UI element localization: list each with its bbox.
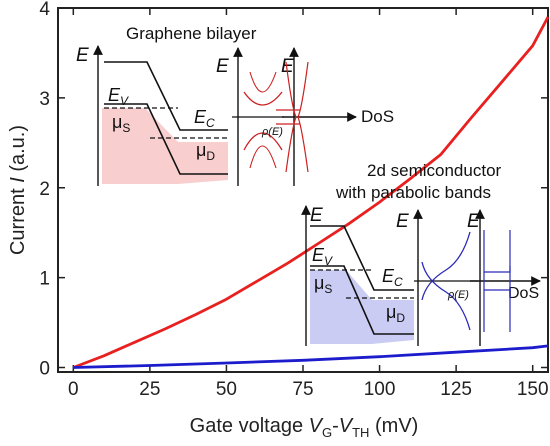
inset-parabolic-title-line1: 2d semiconductor xyxy=(367,161,502,180)
inset-graphene-dos-label: DoS xyxy=(361,107,394,126)
inset-graphene-band-upper-outer xyxy=(249,71,277,93)
inset-graphene-filled-states xyxy=(102,108,228,184)
inset-graphene-ec-sub: C xyxy=(206,116,215,130)
inset-graphene-mu-d-symbol: μ xyxy=(196,140,206,160)
inset-graphene-title: Graphene bilayer xyxy=(126,24,257,43)
x-axis-label-sub-th: TH xyxy=(352,425,369,440)
inset-parabolic-dos-e-label: E xyxy=(467,211,480,232)
inset-graphene-dos-curve-2 xyxy=(297,61,309,173)
inset-parabolic-ec-symbol: E xyxy=(382,266,395,286)
inset-parabolic-semiconductor: 2d semiconductor with parabolic bands E … xyxy=(301,161,541,346)
y-tick-label: 4 xyxy=(39,0,50,20)
x-tick-label: 100 xyxy=(364,379,396,400)
y-tick-label: 2 xyxy=(39,179,50,200)
x-axis-label-vg: V xyxy=(309,415,324,437)
axis-ticks: 0 25 50 75 100 125 150 0 1 2 3 4 xyxy=(39,0,548,400)
inset-parabolic-ec-label: EC xyxy=(382,266,403,289)
y-axis-label-prefix: Current xyxy=(7,183,29,255)
inset-parabolic-valence-parabola xyxy=(421,261,471,331)
series-layer xyxy=(72,16,550,369)
inset-graphene-dispersion-e-label: E xyxy=(216,56,229,77)
inset-graphene-band-lower xyxy=(243,132,283,151)
inset-graphene-ev-symbol: E xyxy=(108,85,121,105)
inset-graphene-ev-label: EV xyxy=(108,85,129,108)
inset-parabolic-mu-s-symbol: μ xyxy=(314,273,324,293)
x-axis-label-sub-g: G xyxy=(322,425,332,440)
x-axis-label-dash: - xyxy=(332,415,339,437)
inset-parabolic-mu-s-label: μS xyxy=(314,273,332,296)
x-axis-label-vth: V xyxy=(339,415,354,437)
x-tick-label: 125 xyxy=(440,379,472,400)
inset-graphene-rho-label: ρ(E) xyxy=(261,126,283,138)
x-axis-label: Gate voltage VG-VTH (mV) xyxy=(190,415,419,440)
x-tick-label: 50 xyxy=(216,379,237,400)
inset-parabolic-conduction-band xyxy=(310,225,414,291)
inset-graphene-mu-s-symbol: μ xyxy=(112,112,122,132)
y-tick-label: 3 xyxy=(39,89,50,110)
inset-parabolic-mu-d-symbol: μ xyxy=(386,302,396,322)
inset-parabolic-ev-sub: V xyxy=(324,254,333,268)
inset-parabolic-conduction-parabola xyxy=(421,231,471,301)
x-axis-label-unit: (mV) xyxy=(369,415,418,437)
x-axis-label-prefix: Gate voltage xyxy=(190,415,309,437)
inset-parabolic-energy-label: E xyxy=(310,205,323,226)
inset-parabolic-ec-sub: C xyxy=(394,275,403,289)
inset-graphene-ec-label: EC xyxy=(194,107,215,130)
inset-graphene-dos-curve-1 xyxy=(285,61,297,173)
inset-graphene-mu-d-sub: D xyxy=(206,149,215,163)
inset-parabolic-dos-step-conduction xyxy=(483,230,511,273)
inset-parabolic-mu-d-label: μD xyxy=(386,302,405,325)
inset-parabolic-mu-s-sub: S xyxy=(324,282,332,296)
y-axis-label: Current I (a.u.) xyxy=(7,125,29,255)
inset-graphene-band-upper xyxy=(243,91,283,106)
inset-graphene-band-lower-outer xyxy=(249,145,277,169)
inset-graphene-ec-symbol: E xyxy=(194,107,207,127)
y-axis-label-unit: (a.u.) xyxy=(7,125,29,177)
inset-graphene-valence-band xyxy=(104,103,228,175)
inset-parabolic-dos-label: DoS xyxy=(508,285,539,302)
inset-graphene-energy-label: E xyxy=(76,45,89,66)
series-line-graphene xyxy=(72,16,550,369)
y-axis-label-symbol: I xyxy=(7,177,29,183)
x-tick-label: 150 xyxy=(517,379,549,400)
inset-parabolic-rho-label: ρ(E) xyxy=(447,289,469,301)
inset-parabolic-dos-step-valence xyxy=(483,289,511,332)
x-tick-label: 75 xyxy=(292,379,313,400)
inset-graphene-ev-sub: V xyxy=(120,94,129,108)
x-tick-label: 0 xyxy=(68,379,79,400)
inset-parabolic-ev-symbol: E xyxy=(312,245,325,265)
inset-graphene-mu-d-label: μD xyxy=(196,140,215,163)
inset-graphene-conduction-band xyxy=(104,61,228,131)
inset-graphene-mu-s-label: μS xyxy=(112,112,130,135)
series-line-parabolic xyxy=(73,344,549,369)
inset-parabolic-mu-d-sub: D xyxy=(396,311,405,325)
inset-parabolic-dispersion-e-label: E xyxy=(396,211,409,232)
x-tick-label: 25 xyxy=(139,379,160,400)
inset-graphene-bilayer: Graphene bilayer E EV μS EC μD E ρ(E) E … xyxy=(76,24,394,186)
y-tick-label: 0 xyxy=(39,359,50,380)
inset-parabolic-ev-label: EV xyxy=(312,245,333,268)
inset-parabolic-valence-band xyxy=(310,265,414,335)
inset-parabolic-title-line2: with parabolic bands xyxy=(335,183,491,202)
inset-graphene-dos-e-label: E xyxy=(281,56,294,77)
y-tick-label: 1 xyxy=(39,269,50,290)
inset-graphene-mu-s-sub: S xyxy=(122,121,130,135)
